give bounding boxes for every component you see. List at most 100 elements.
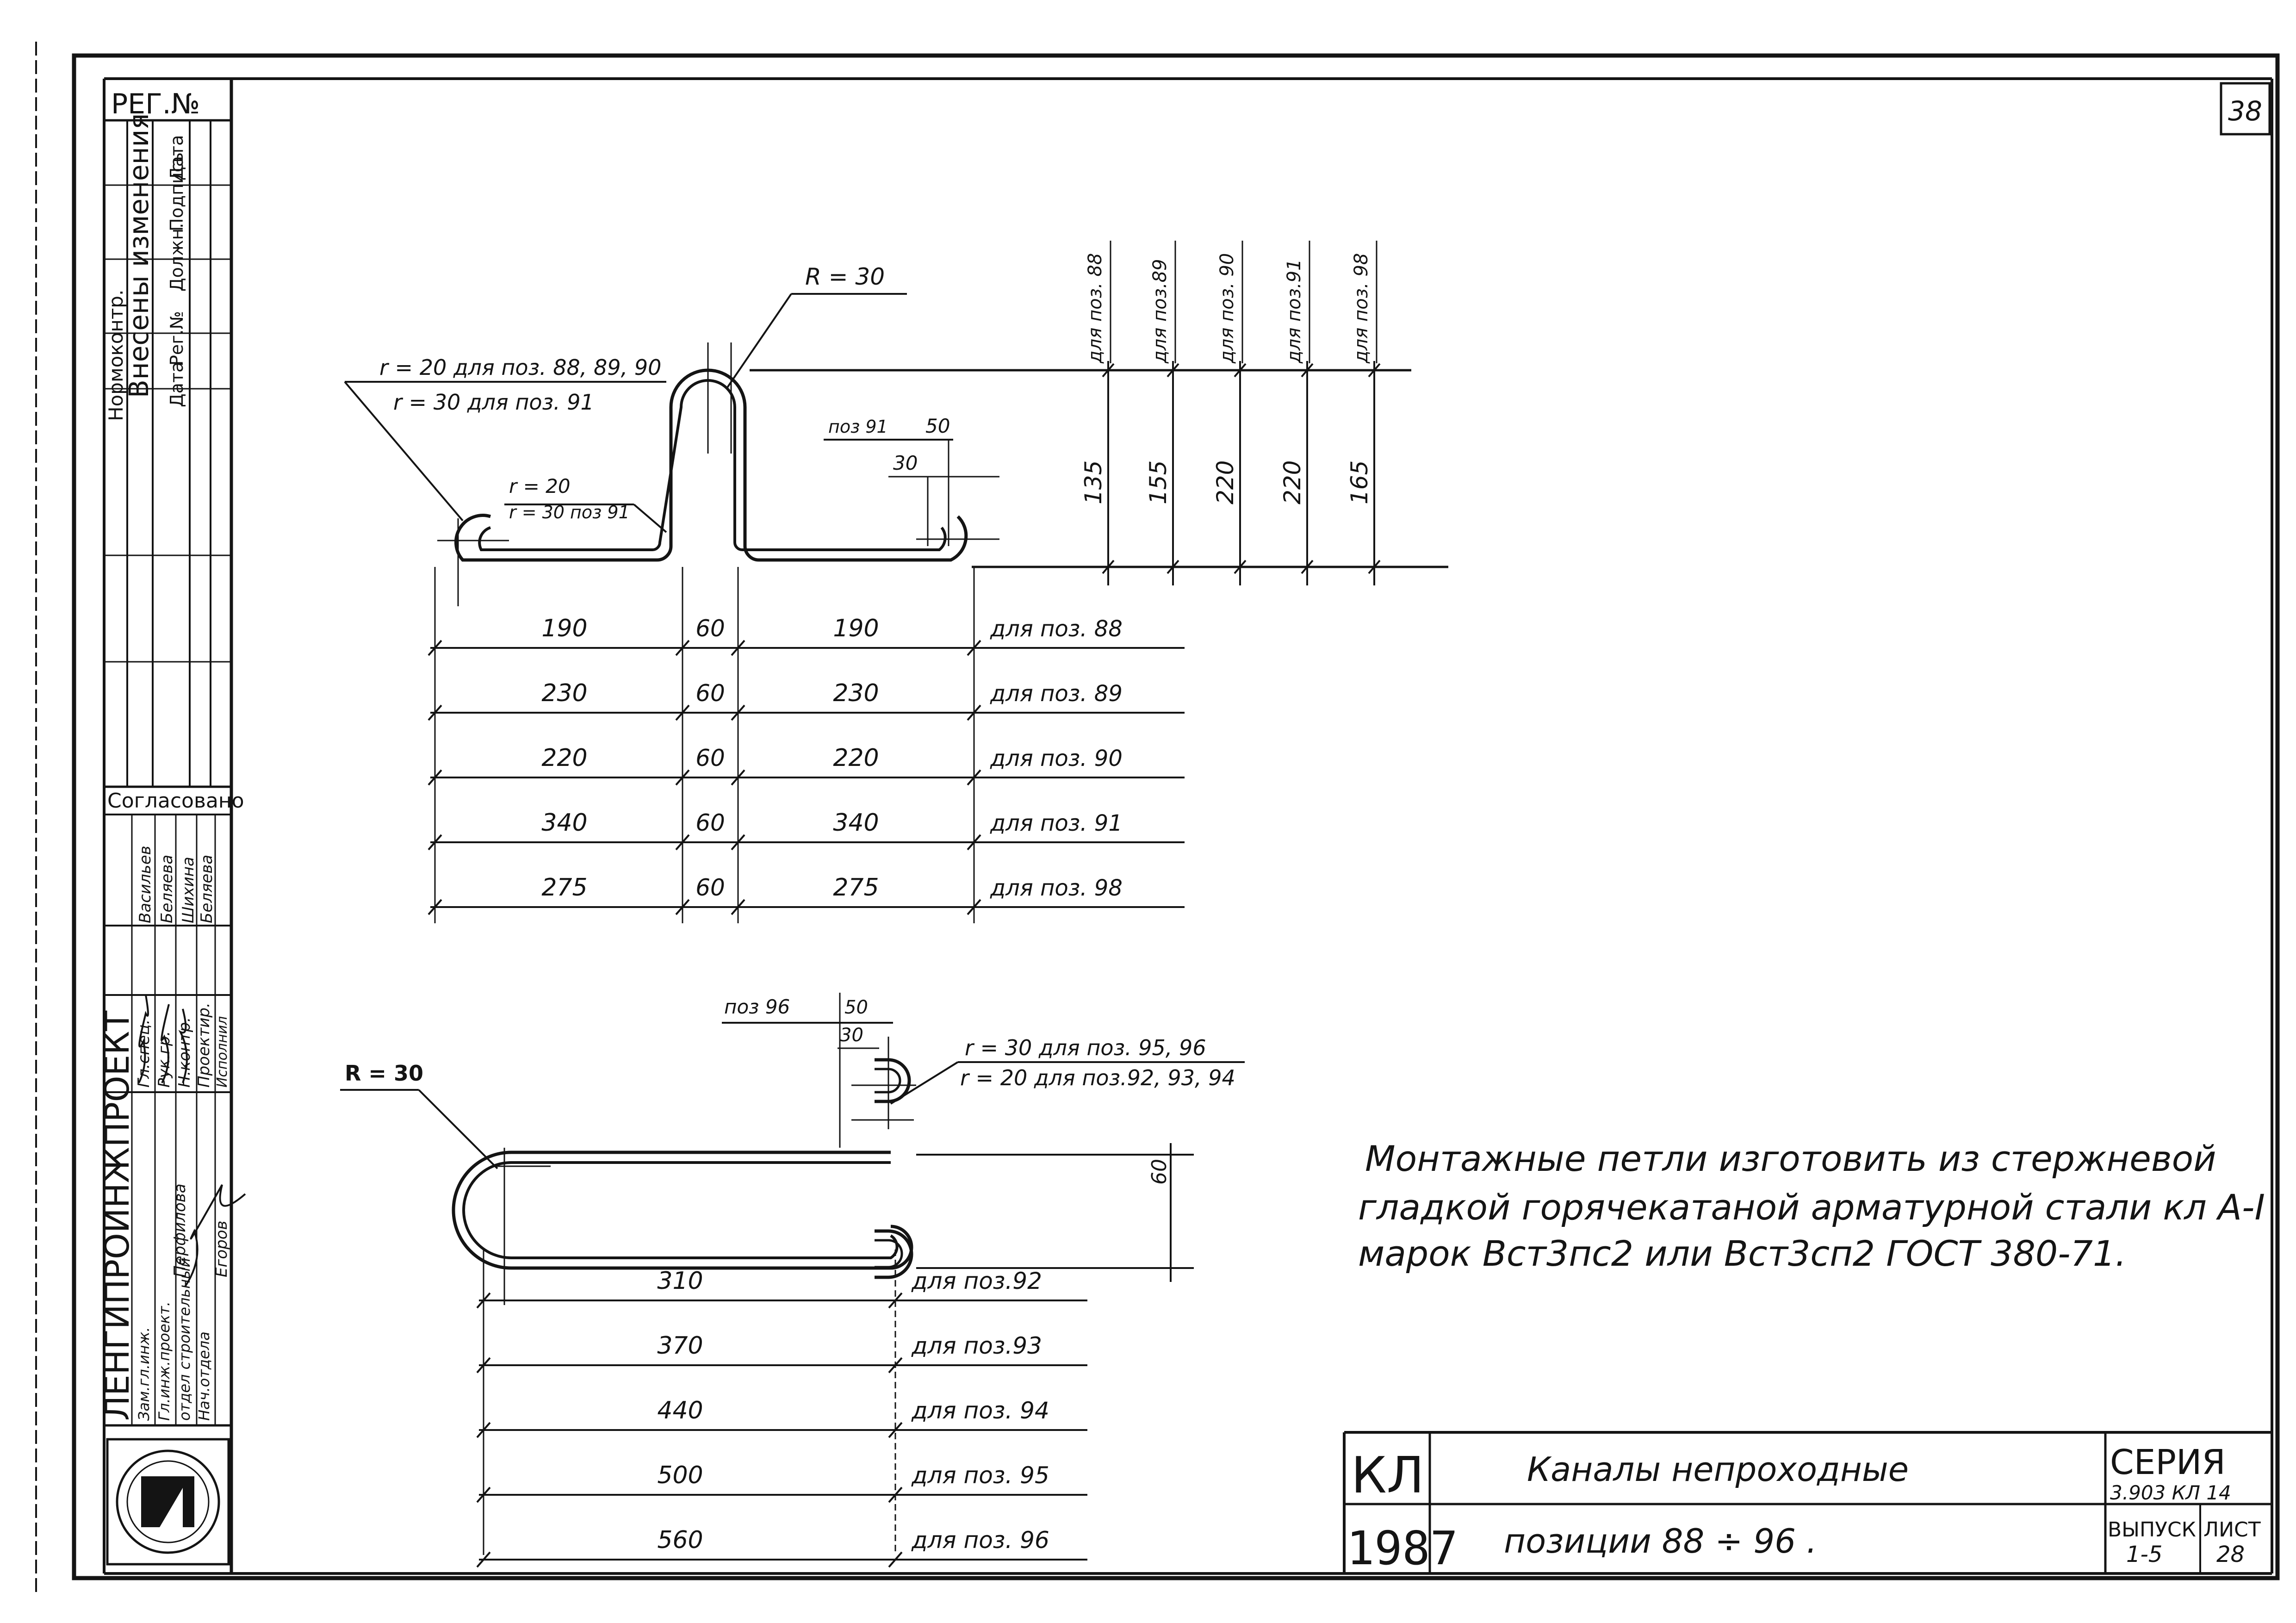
pos91-dim-50: 50: [925, 415, 950, 437]
signature-3: [178, 1008, 188, 1083]
lower-row-pos: для поз. 94: [911, 1397, 1049, 1424]
dept-3: Нач.отдела: [195, 1331, 213, 1421]
height-value: 165: [1346, 460, 1373, 504]
upper-row-mid: 60: [695, 874, 725, 901]
upper-row-right: 220: [833, 744, 879, 772]
org-name: ЛЕНГИПРОИНЖПРОЕКТ: [98, 1010, 137, 1421]
height-value: 220: [1279, 460, 1306, 504]
lower-dim-tick: [476, 1486, 491, 1503]
radius-left-label: R = 30: [345, 1061, 423, 1086]
org-logo-frame: [106, 1438, 230, 1566]
height-dim-tick: [1234, 560, 1247, 574]
note-line-1: Монтажные петли изготовить из стержневой: [1365, 1138, 2216, 1179]
height-pos-label: для поз. 98: [1351, 253, 1372, 364]
lower-row-len: 370: [657, 1332, 703, 1360]
upper-dim-tick: [731, 640, 745, 656]
upper-dim-tick: [428, 899, 442, 915]
dept-name-2: Егоров: [212, 1220, 231, 1277]
upper-dim-tick: [967, 704, 981, 721]
lower-row-len: 500: [657, 1461, 703, 1489]
height-dim-tick: [1234, 363, 1247, 378]
height-dim-tick: [1102, 363, 1115, 378]
height-value: 155: [1145, 460, 1172, 504]
height-dim-tick: [1301, 363, 1314, 378]
sheet-number: 38: [2228, 95, 2262, 127]
pos96-label: поз 96: [724, 995, 790, 1018]
agreed-name-4: Беляева: [198, 855, 216, 923]
agreed-name-2: Беляева: [158, 855, 176, 923]
height-value: 135: [1080, 460, 1107, 504]
lower-dim-tick: [888, 1292, 903, 1309]
height-dim-tick: [1167, 363, 1179, 378]
lower-row-len: 440: [657, 1397, 703, 1424]
upper-dim-tick: [967, 899, 981, 915]
note-line-2: гладкой горячекатаной арматурной стали к…: [1358, 1187, 2265, 1228]
upper-dim-tick: [731, 834, 745, 851]
title-main: Каналы непроходные: [1527, 1450, 1909, 1489]
upper-row-right: 230: [833, 679, 879, 707]
title-code: КЛ: [1351, 1447, 1424, 1505]
upper-loop-drawing: R = 30 r = 20 для поз. 88, 89, 90 r = 30…: [344, 241, 1448, 923]
upper-dim-tick: [967, 769, 981, 786]
role-5: Исполнил: [214, 1016, 230, 1088]
role-4: Проектир.: [195, 1002, 213, 1088]
pos96-dim-30: 30: [840, 1025, 863, 1046]
changes-col-4: Подпись: [167, 152, 187, 231]
lower-dim-tick: [476, 1292, 491, 1309]
upper-dim-tick: [428, 769, 442, 786]
lower-dim-tick: [476, 1357, 491, 1374]
lower-bend-note-2: r = 20 для поз.92, 93, 94: [960, 1065, 1235, 1090]
upper-row-pos: для поз. 89: [990, 681, 1123, 707]
org-logo-mark: [141, 1476, 194, 1527]
upper-dim-tick: [967, 640, 981, 656]
height-dim-tick: [1368, 560, 1381, 574]
dept-1: Зам.гл.инж.: [135, 1327, 153, 1421]
lower-dim-tick: [888, 1422, 903, 1438]
lower-dim-tick: [888, 1486, 903, 1503]
height-dim-tick: [1167, 560, 1179, 574]
org-logo-inner-ring: [126, 1460, 210, 1543]
upper-row-right: 275: [833, 874, 879, 902]
changes-col-1: Дата: [167, 362, 187, 407]
upper-row-mid: 60: [695, 745, 725, 771]
changes-col-5: Дата: [167, 135, 187, 180]
lower-row-pos: для поз.93: [911, 1332, 1042, 1359]
upper-row-left: 230: [541, 679, 587, 707]
upper-row-mid: 60: [695, 615, 725, 642]
height-dim-tick: [1102, 560, 1115, 574]
upper-row-mid: 60: [695, 809, 725, 836]
radius-top-label: R = 30: [805, 263, 885, 290]
lower-dim-tick: [888, 1357, 903, 1374]
lower-bend-note-1: r = 30 для поз. 95, 96: [965, 1035, 1206, 1060]
title-sub: позиции 88 ÷ 96 .: [1504, 1522, 1817, 1561]
upper-row-pos: для поз. 90: [990, 746, 1123, 771]
upper-row-pos: для поз. 98: [990, 875, 1123, 901]
agreed-name-3: Шихина: [179, 857, 198, 923]
signature-2: [161, 1004, 170, 1083]
agreed-name-1: Васильев: [136, 846, 155, 923]
upper-row-left: 190: [541, 615, 587, 642]
pos96-dim-50: 50: [844, 997, 868, 1018]
upper-dim-tick: [731, 769, 745, 786]
reg-number-label: РЕГ.№: [111, 88, 200, 120]
role-1: Гл.спец.: [135, 1020, 153, 1088]
lower-row-pos: для поз. 96: [911, 1527, 1049, 1554]
changes-col-3: Должн.: [167, 223, 187, 292]
height-pos-label: для поз.91: [1284, 259, 1305, 364]
upper-row-right: 190: [833, 615, 879, 642]
dept-name-1: Перфилова: [171, 1183, 189, 1277]
upper-dim-tick: [967, 834, 981, 851]
sheet-label: ЛИСТ: [2203, 1518, 2261, 1542]
height-pos-label: для поз.89: [1149, 259, 1171, 364]
upper-row-mid: 60: [695, 680, 725, 707]
upper-row-left: 340: [541, 809, 587, 837]
title-block: КЛ 1987 Каналы непроходные позиции 88 ÷ …: [1343, 1431, 2272, 1575]
lower-loop-drawing: R = 30 поз 96 50 30 r = 30 для поз. 95, …: [340, 993, 1245, 1568]
height-dim-tick: [1368, 363, 1381, 378]
upper-dim-tick: [731, 899, 745, 915]
height-pos-label: для поз. 88: [1085, 253, 1106, 364]
title-year: 1987: [1347, 1521, 1458, 1575]
pos91-label: поз 91: [828, 417, 888, 437]
height-dim-tick: [1301, 560, 1314, 574]
